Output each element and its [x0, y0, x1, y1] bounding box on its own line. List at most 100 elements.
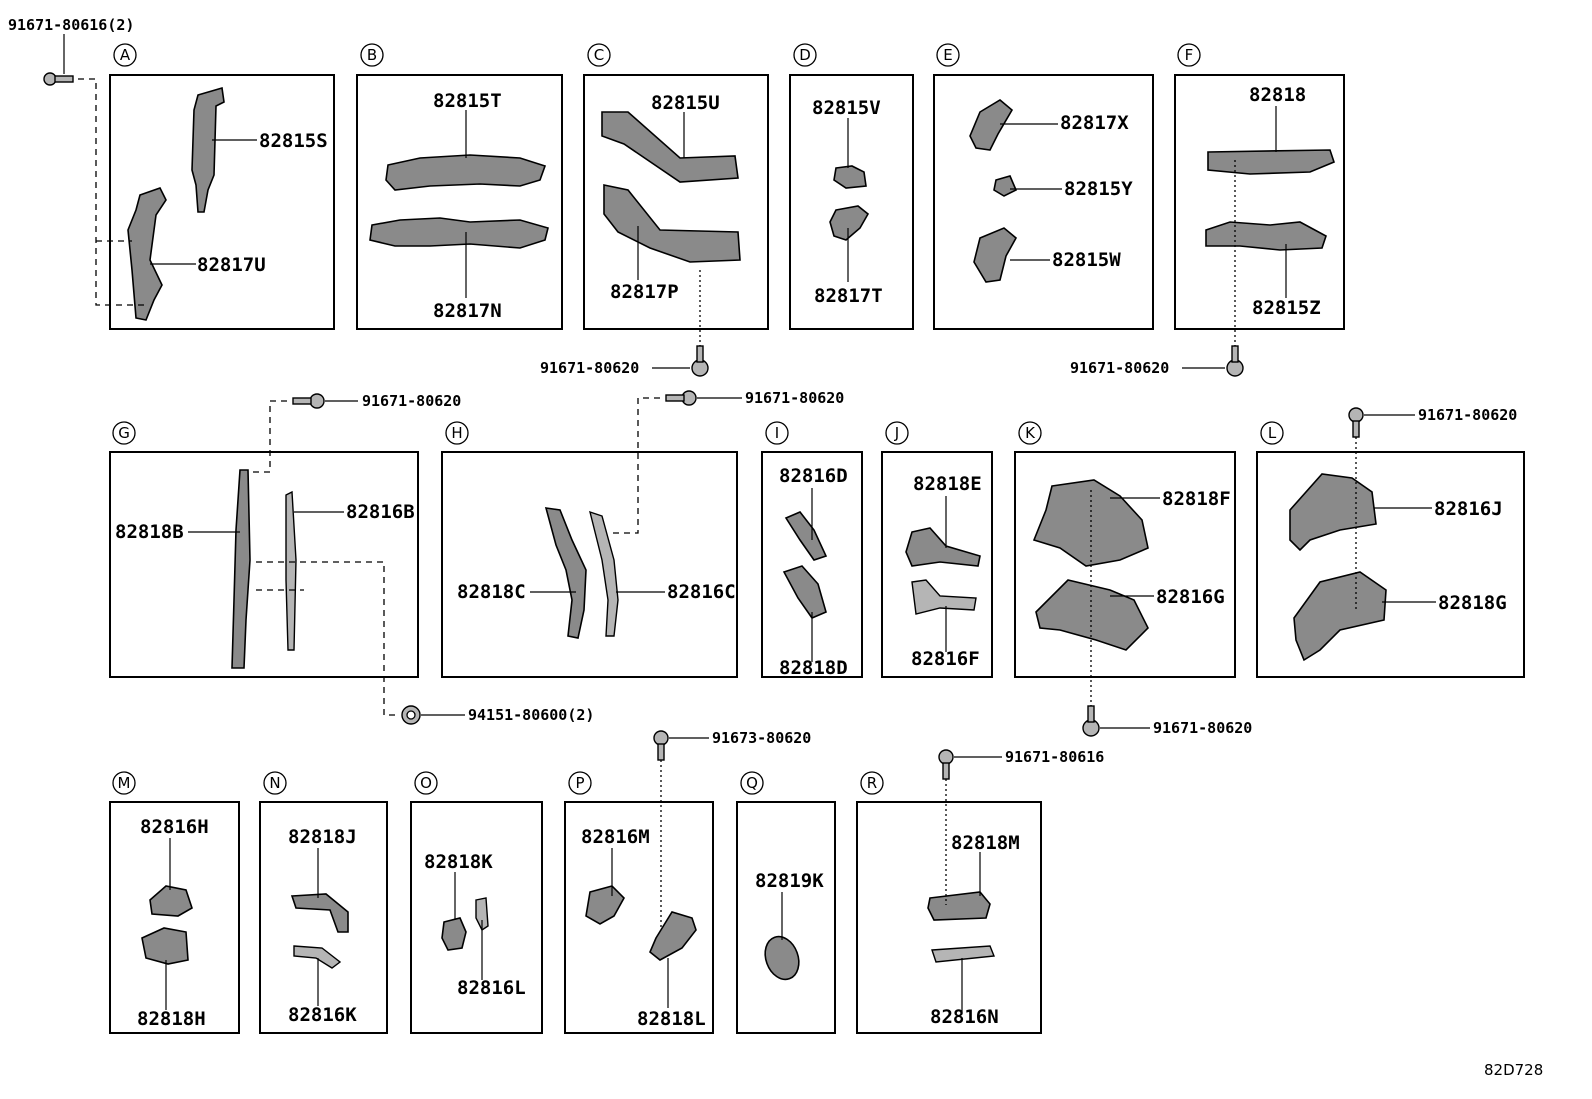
group-box-N — [259, 801, 388, 1034]
part-drawing-82815Z — [1205, 221, 1327, 251]
fastener-label: 91671-80620 — [745, 389, 844, 407]
svg-text:A: A — [120, 46, 131, 64]
svg-text:I: I — [775, 424, 779, 442]
part-drawing-82818F — [1032, 479, 1149, 567]
bolt-icon — [1348, 407, 1364, 438]
bolt-icon — [1226, 345, 1244, 377]
part-label-82817T: 82817T — [814, 285, 883, 307]
group-letter-K: K — [1018, 421, 1042, 445]
part-label-82817N: 82817N — [433, 300, 502, 322]
part-drawing-82816M — [585, 885, 625, 925]
bolt-icon — [665, 390, 697, 406]
part-drawing-82818C — [544, 507, 587, 639]
group-letter-F: F — [1177, 43, 1201, 67]
part-label-82818C: 82818C — [457, 581, 526, 603]
fastener-label: 91671-80620 — [1153, 719, 1252, 737]
part-drawing-82818 — [1207, 149, 1335, 175]
group-letter-E: E — [936, 43, 960, 67]
part-label-82818K: 82818K — [424, 851, 493, 873]
part-label-82818D: 82818D — [779, 657, 848, 679]
fastener-label: 91671-80620 — [540, 359, 639, 377]
nut-icon — [401, 705, 421, 725]
part-label-82818J: 82818J — [288, 826, 357, 848]
part-label-82815W: 82815W — [1052, 249, 1121, 271]
part-drawing-82815T — [385, 154, 547, 191]
part-label-82818: 82818 — [1249, 84, 1306, 106]
part-label-82816K: 82816K — [288, 1004, 357, 1026]
part-label-82816N: 82816N — [930, 1006, 999, 1028]
part-label-82816B: 82816B — [346, 501, 415, 523]
svg-text:F: F — [1185, 46, 1194, 64]
svg-text:D: D — [799, 46, 811, 64]
group-box-K — [1014, 451, 1236, 678]
group-letter-D: D — [793, 43, 817, 67]
part-drawing-82816F — [911, 579, 977, 615]
part-drawing-82818J — [290, 893, 349, 933]
bolt-icon — [938, 749, 954, 780]
part-drawing-82816L — [475, 897, 489, 932]
svg-text:M: M — [118, 774, 131, 792]
group-box-E — [933, 74, 1154, 330]
fastener-icons — [43, 72, 1364, 780]
fastener-labels: 91671-80616(2) 91671-80620 91671-80620 9… — [8, 16, 1517, 766]
part-drawing-82816C — [589, 510, 619, 637]
part-label-82818G: 82818G — [1438, 592, 1507, 614]
svg-text:R: R — [867, 774, 877, 792]
group-box-G — [109, 451, 419, 678]
group-letter-B: B — [360, 43, 384, 67]
group-letter-R: R — [860, 771, 884, 795]
part-label-82816D: 82816D — [779, 465, 848, 487]
part-label-82818F: 82818F — [1162, 488, 1231, 510]
part-drawing-82815V — [833, 165, 867, 189]
part-label-82816J: 82816J — [1434, 498, 1503, 520]
group-box-F — [1174, 74, 1345, 330]
part-drawings — [127, 86, 1387, 981]
part-label-82815S: 82815S — [259, 130, 328, 152]
part-drawing-82816N — [931, 945, 995, 963]
group-box-O — [410, 801, 543, 1034]
svg-text:H: H — [451, 424, 462, 442]
part-label-82816F: 82816F — [911, 648, 980, 670]
part-drawing-82817X — [969, 99, 1014, 151]
part-label-82815V: 82815V — [812, 97, 881, 119]
part-drawing-82816G — [1035, 579, 1149, 651]
part-label-82818E: 82818E — [913, 473, 982, 495]
part-drawing-82815S — [191, 86, 225, 213]
group-box-J — [881, 451, 993, 678]
group-letter-I: I — [765, 421, 789, 445]
leader-lines — [150, 106, 1436, 1012]
group-box-A — [109, 74, 335, 330]
group-box-C — [583, 74, 769, 330]
group-letter-M: M — [112, 771, 136, 795]
group-box-M — [109, 801, 240, 1034]
part-drawing-82816D — [784, 511, 828, 561]
group-box-Q — [736, 801, 836, 1034]
svg-text:B: B — [367, 46, 377, 64]
part-drawing-82818L — [649, 911, 697, 961]
fastener-label: 91671-80616(2) — [8, 16, 134, 34]
part-drawing-82818K — [441, 917, 467, 951]
part-drawing-82815Y — [993, 175, 1018, 197]
bolt-icon — [691, 345, 709, 377]
diagram-code: 82D728 — [1484, 1061, 1543, 1079]
part-drawing-82819K — [764, 935, 800, 981]
part-drawing-82817T — [829, 205, 870, 241]
part-drawing-82816K — [293, 945, 342, 969]
svg-text:C: C — [594, 46, 604, 64]
group-letter-L: L — [1260, 421, 1284, 445]
part-label-82818B: 82818B — [115, 521, 184, 543]
part-drawing-82818G — [1293, 571, 1387, 662]
part-label-82815U: 82815U — [651, 92, 720, 114]
fastener-label: 91671-80620 — [1070, 359, 1169, 377]
svg-text:G: G — [118, 424, 130, 442]
part-label-82815T: 82815T — [433, 90, 502, 112]
svg-text:N: N — [269, 774, 280, 792]
part-drawing-82818M — [927, 891, 991, 921]
group-box-L — [1256, 451, 1525, 678]
part-label-82819K: 82819K — [755, 870, 824, 892]
part-label-82817P: 82817P — [610, 281, 679, 303]
group-box-I — [761, 451, 863, 678]
svg-text:J: J — [894, 424, 899, 442]
group-box-P — [564, 801, 714, 1034]
